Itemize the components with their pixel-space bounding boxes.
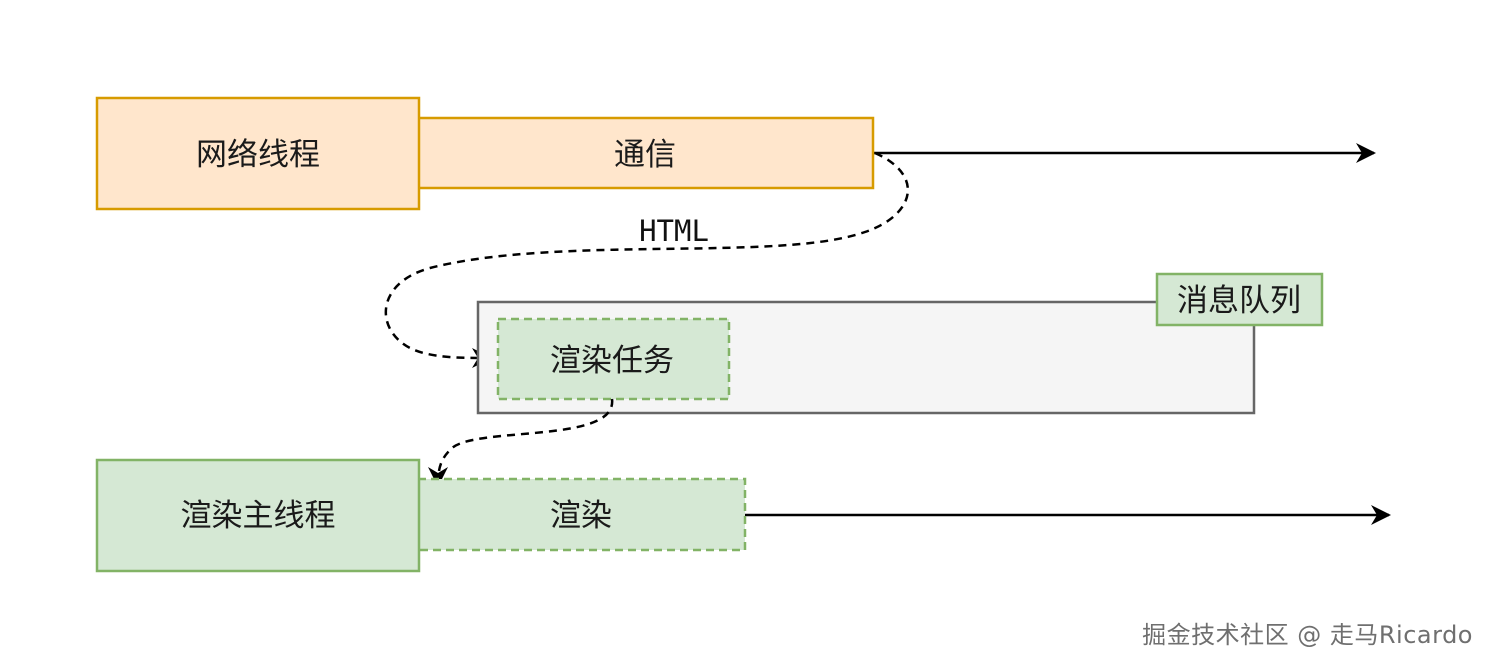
render-main-thread-box — [95, 458, 421, 573]
network-thread-box — [95, 96, 421, 211]
html-label: HTML — [639, 214, 709, 248]
render-task-dashed-arrow — [428, 398, 614, 487]
render-label: 渲染 — [550, 498, 612, 534]
render-task-box — [496, 317, 731, 401]
communication-label: 通信 — [614, 137, 676, 173]
watermark: 掘金技术社区 @ 走马Ricardo — [1142, 621, 1473, 649]
html-dashed-arrow — [384, 151, 910, 368]
render-main-thread-label: 渲染主线程 — [181, 498, 336, 534]
communication-bar — [416, 116, 875, 190]
message-queue-tag — [1155, 272, 1324, 327]
network-thread-label: 网络线程 — [196, 137, 320, 173]
message-queue-label: 消息队列 — [1177, 283, 1301, 319]
render-bar — [416, 477, 747, 552]
render-task-label: 渲染任务 — [550, 343, 674, 379]
